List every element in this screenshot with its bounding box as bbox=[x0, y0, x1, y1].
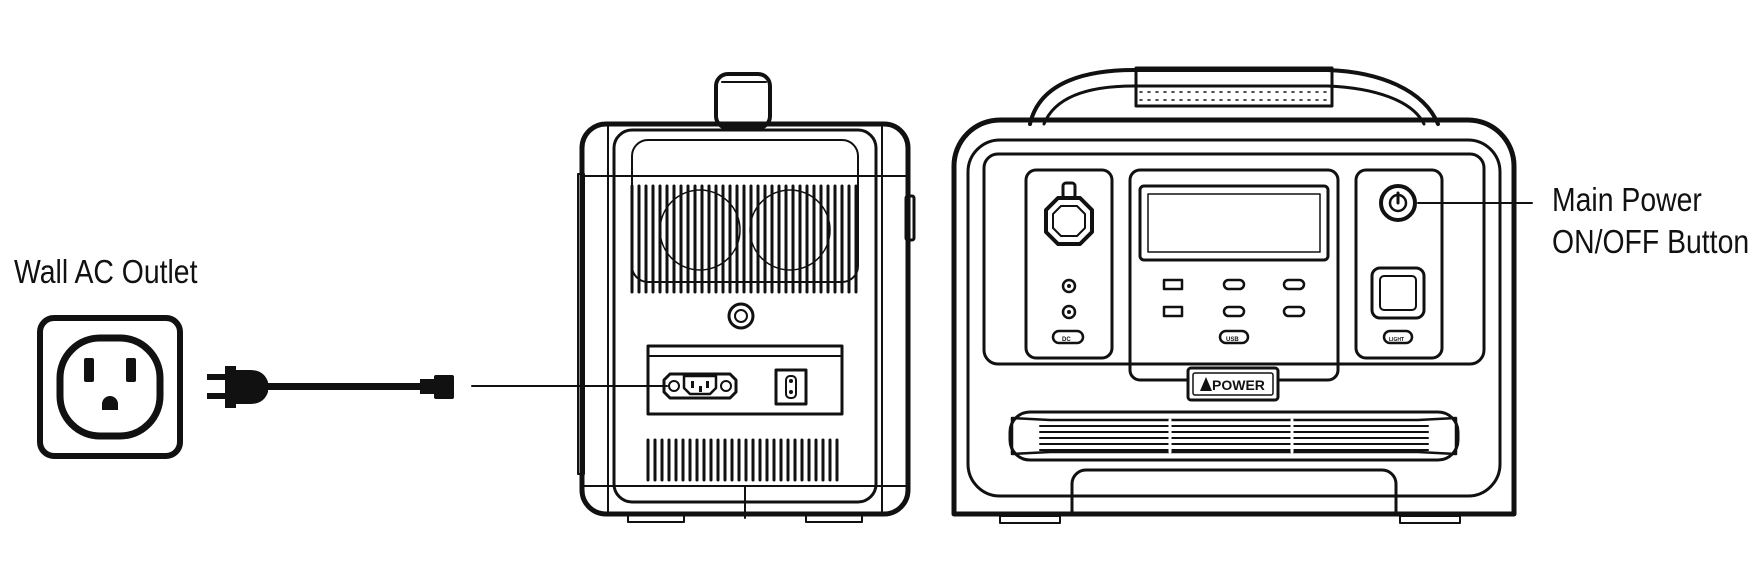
usb-a-ports bbox=[1162, 278, 1184, 318]
ac-input-port-icon bbox=[662, 372, 738, 400]
dc-button[interactable] bbox=[1051, 329, 1085, 345]
main-power-label-line1: Main Power bbox=[1552, 181, 1702, 218]
light-icon bbox=[1370, 266, 1426, 320]
power-station-side-view bbox=[577, 72, 916, 523]
usb-label: USB bbox=[1226, 337, 1239, 343]
ac-power-cord-icon bbox=[207, 366, 668, 408]
power-station-front-view: POWER bbox=[951, 66, 1517, 524]
main-power-label-line2: ON/OFF Button bbox=[1552, 223, 1750, 260]
brand-text: POWER bbox=[1212, 377, 1265, 393]
light-button[interactable] bbox=[1382, 329, 1414, 345]
breaker-switch-icon bbox=[774, 368, 808, 406]
wall-outlet-icon bbox=[37, 315, 183, 459]
wall-outlet-label: Wall AC Outlet bbox=[14, 253, 198, 290]
ac-outlet-socket-icon bbox=[1044, 181, 1094, 246]
power-button-icon[interactable] bbox=[1379, 184, 1417, 222]
light-label: LIGHT bbox=[1389, 337, 1404, 343]
usb-button[interactable] bbox=[1218, 329, 1250, 345]
lcd-display bbox=[1138, 184, 1330, 262]
brand-logo: POWER bbox=[1186, 366, 1280, 402]
dc-label: DC bbox=[1062, 337, 1071, 343]
usb-c-ports bbox=[1222, 278, 1306, 318]
